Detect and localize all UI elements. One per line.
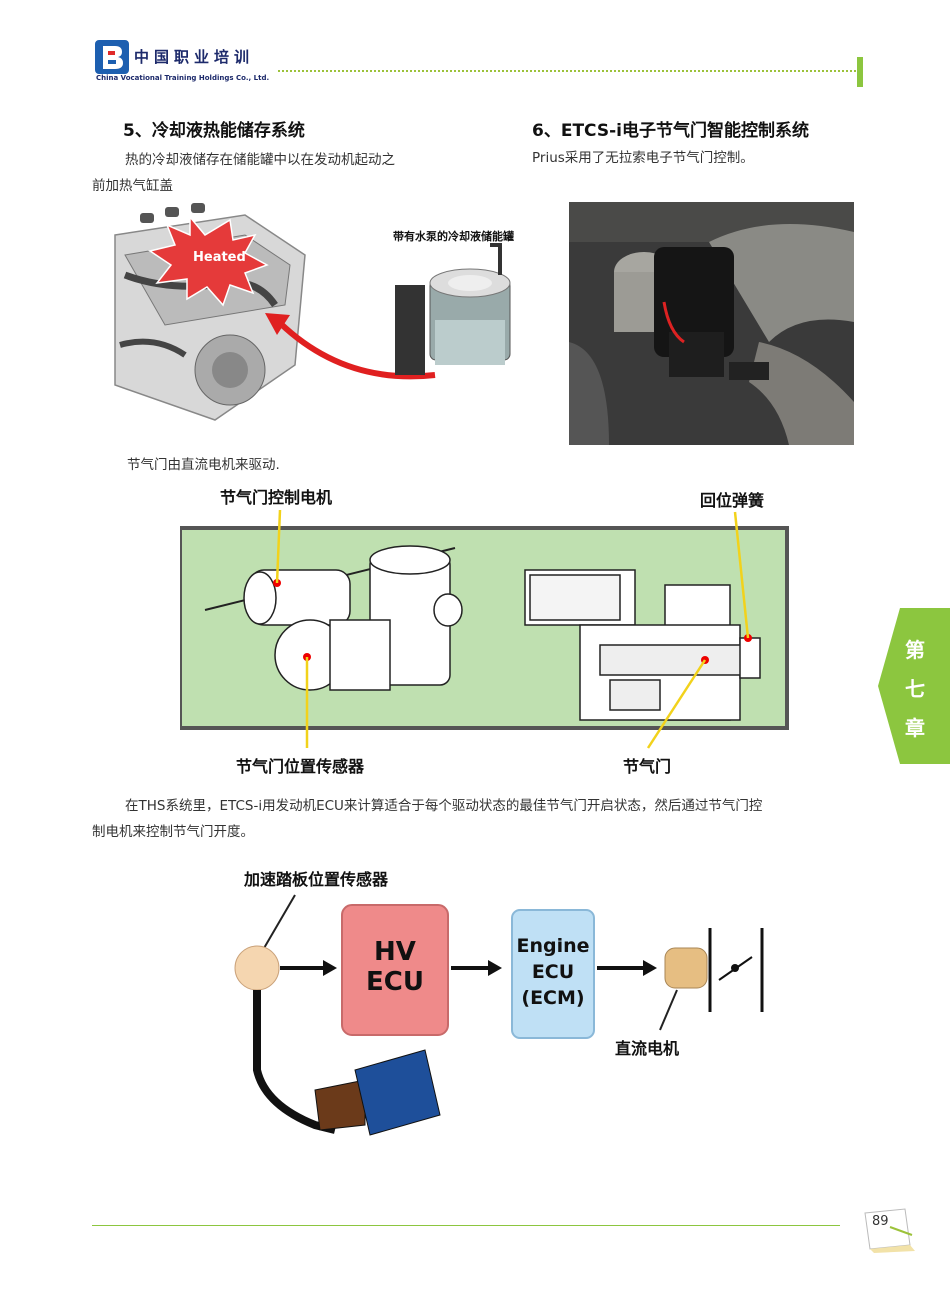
book-icon <box>864 1208 915 1253</box>
section6-heading: 6、ETCS-i电子节气门智能控制系统 <box>532 121 809 141</box>
section5-text-line1: 热的冷却液储存在储能罐中以在发动机起动之 <box>125 152 395 168</box>
page-number: 89 <box>872 1214 889 1229</box>
engine-ecu-line3: (ECM) <box>521 987 584 1009</box>
heated-burst-icon <box>148 214 269 307</box>
label-return-spring: 回位弹簧 <box>700 491 765 510</box>
control-flow-diagram: HV ECU Engine ECU (ECM) <box>234 894 764 1136</box>
section5-text-line2: 前加热气缸盖 <box>92 178 173 194</box>
hv-ecu-line2: ECU <box>366 967 424 997</box>
foot-shoe-icon <box>314 1079 366 1131</box>
logo-english-text: China Vocational Training Holdings Co., … <box>96 74 270 82</box>
chapter-tab <box>878 608 950 764</box>
header-divider <box>278 70 856 72</box>
throttle-diagram <box>180 509 789 749</box>
label-position-sensor: 节气门位置传感器 <box>236 757 365 776</box>
pedal-sensor-icon <box>234 945 280 991</box>
section6-text: Prius采用了无拉索电子节气门控制。 <box>532 150 754 166</box>
header-accent-bar <box>857 57 863 87</box>
flow-arrow-icon <box>277 320 436 380</box>
ths-paragraph-line2: 制电机来控制节气门开度。 <box>92 824 254 840</box>
company-logo-icon <box>95 40 129 74</box>
engine-ecu-line2: ECU <box>532 961 574 983</box>
pedal-arm-icon <box>253 990 336 1134</box>
throttle-intro-text: 节气门由直流电机来驱动. <box>127 457 280 473</box>
throttle-body-drawing <box>204 545 463 691</box>
hv-ecu-box <box>341 904 449 1036</box>
leg-icon <box>354 1049 441 1136</box>
chapter-char-3: 章 <box>905 716 925 740</box>
hv-ecu-line1: HV <box>374 937 416 967</box>
dc-motor-label: 直流电机 <box>615 1039 680 1058</box>
engine-ecu-box <box>511 909 595 1039</box>
pedal-sensor-label: 加速踏板位置传感器 <box>244 870 389 889</box>
coolant-storage-illustration: Heated 带有水泵的冷却液储能罐 <box>114 203 514 421</box>
chapter-char-1: 第 <box>905 638 925 662</box>
coolant-tank-caption: 带有水泵的冷却液储能罐 <box>393 229 514 243</box>
throttle-cutaway-drawing <box>524 569 761 721</box>
label-throttle-motor: 节气门控制电机 <box>220 488 333 507</box>
heated-badge-text: Heated <box>193 250 246 265</box>
chapter-char-2: 七 <box>905 677 925 701</box>
footer-divider <box>92 1225 840 1226</box>
dc-motor-icon <box>664 947 708 989</box>
section5-heading: 5、冷却液热能储存系统 <box>123 121 305 141</box>
ths-paragraph-line1: 在THS系统里，ETCS-i用发动机ECU来计算适合于每个驱动状态的最佳节气门开… <box>125 798 763 814</box>
engine-ecu-line1: Engine <box>516 935 589 957</box>
throttle-body-photo <box>569 202 854 445</box>
label-throttle-valve: 节气门 <box>623 757 672 776</box>
logo-chinese-text: 中国职业培训 <box>134 48 255 66</box>
coolant-tank-image <box>395 243 511 375</box>
